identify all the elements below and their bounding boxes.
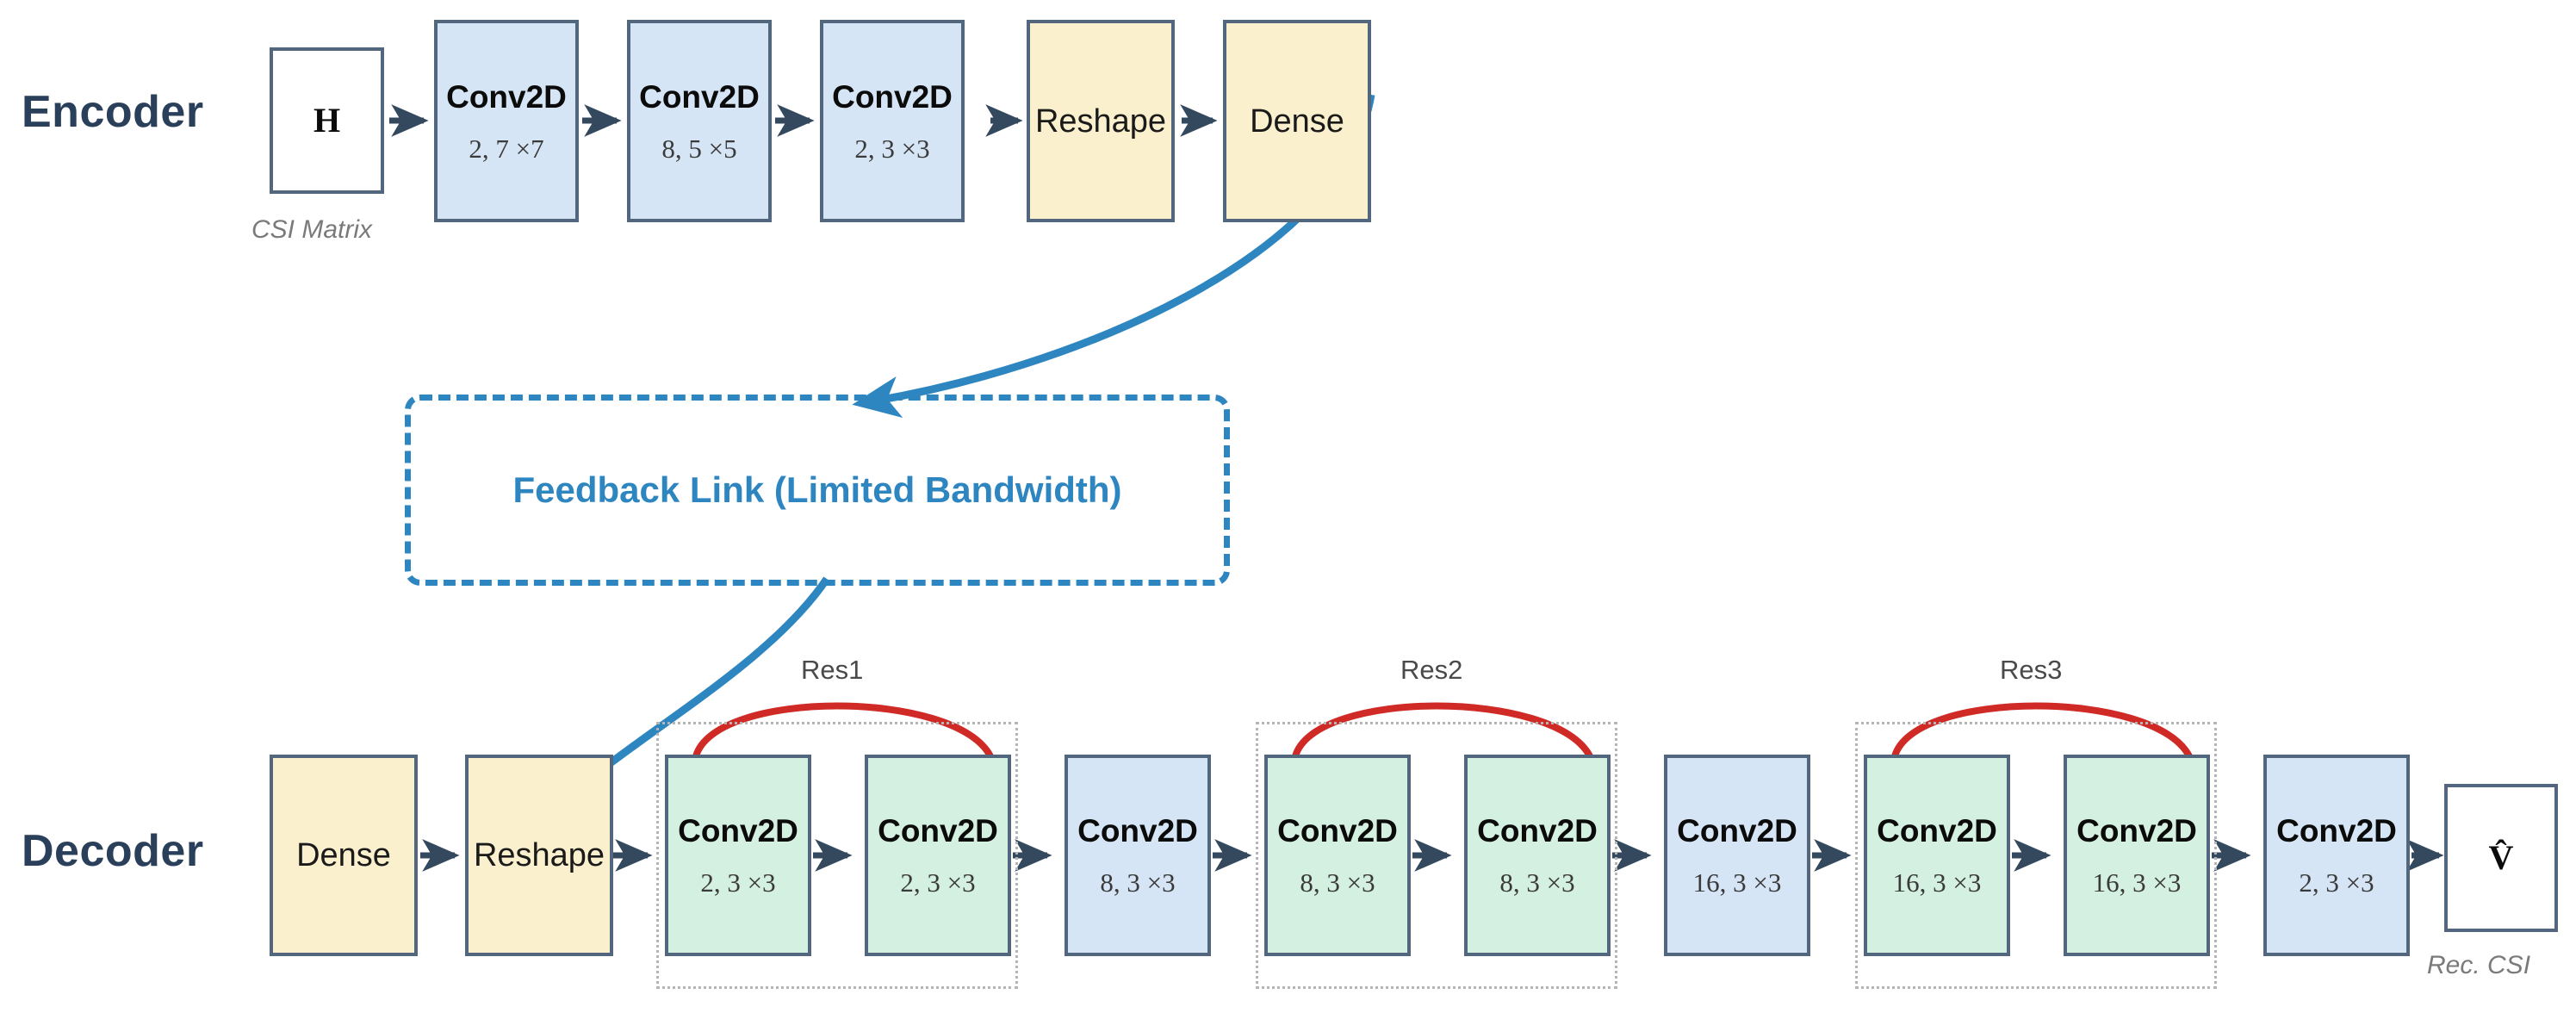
node-title: Conv2D xyxy=(2076,813,2197,848)
node-title: Reshape xyxy=(1034,103,1167,140)
decoder-node-dense[interactable]: Dense xyxy=(270,755,418,956)
decoder-node-conv2d-9[interactable]: Conv2D 2, 3 ×3 xyxy=(2263,755,2410,956)
node-subtitle: 2, 3 ×3 xyxy=(700,867,776,898)
node-subtitle: 8, 3 ×3 xyxy=(1300,867,1375,898)
residual-label-res1: Res1 xyxy=(801,655,864,685)
node-subtitle: 16, 3 ×3 xyxy=(1692,867,1782,898)
node-subtitle: 2, 3 ×3 xyxy=(2299,867,2374,898)
node-title: Conv2D xyxy=(832,78,953,115)
decoder-node-conv2d-2[interactable]: Conv2D 2, 3 ×3 xyxy=(865,755,1011,956)
decoder-node-conv2d-8[interactable]: Conv2D 16, 3 ×3 xyxy=(2064,755,2210,956)
residual-label-res3: Res3 xyxy=(2000,655,2063,685)
node-title: Conv2D xyxy=(446,78,567,115)
feedback-link-box[interactable]: Feedback Link (Limited Bandwidth) xyxy=(405,395,1230,586)
node-title: Conv2D xyxy=(678,813,798,848)
decoder-section-label: Decoder xyxy=(22,826,204,876)
csi-matrix-caption: CSI Matrix xyxy=(251,215,373,244)
node-title: Conv2D xyxy=(1277,813,1398,848)
node-title: Conv2D xyxy=(1677,813,1797,848)
decoder-node-reshape[interactable]: Reshape xyxy=(465,755,613,956)
encoder-node-reshape[interactable]: Reshape xyxy=(1027,20,1175,222)
decoder-node-conv2d-6[interactable]: Conv2D 16, 3 ×3 xyxy=(1664,755,1810,956)
node-title: Conv2D xyxy=(1077,813,1198,848)
decoder-node-conv2d-5[interactable]: Conv2D 8, 3 ×3 xyxy=(1464,755,1611,956)
encoder-input-symbol: H xyxy=(313,101,341,140)
node-subtitle: 16, 3 ×3 xyxy=(2092,867,2182,898)
residual-label-res2: Res2 xyxy=(1400,655,1463,685)
encoder-input-node[interactable]: H xyxy=(270,47,384,194)
node-subtitle: 2, 7 ×7 xyxy=(469,133,544,164)
encoder-node-dense[interactable]: Dense xyxy=(1223,20,1371,222)
node-title: Reshape xyxy=(473,837,605,873)
residual-group-res3 xyxy=(1855,722,2217,989)
node-title: Dense xyxy=(1250,103,1344,140)
node-subtitle: 8, 3 ×3 xyxy=(1100,867,1176,898)
residual-group-res2 xyxy=(1256,722,1617,989)
node-title: Conv2D xyxy=(639,78,760,115)
encoder-node-conv2d-2[interactable]: Conv2D 8, 5 ×5 xyxy=(627,20,772,222)
node-subtitle: 8, 5 ×5 xyxy=(661,133,737,164)
encoder-node-conv2d-3[interactable]: Conv2D 2, 3 ×3 xyxy=(820,20,965,222)
node-subtitle: 8, 3 ×3 xyxy=(1499,867,1575,898)
feedback-link-label: Feedback Link (Limited Bandwidth) xyxy=(512,469,1122,510)
node-subtitle: 16, 3 ×3 xyxy=(1892,867,1982,898)
node-title: Conv2D xyxy=(2276,813,2397,848)
decoder-node-conv2d-7[interactable]: Conv2D 16, 3 ×3 xyxy=(1864,755,2010,956)
encoder-node-conv2d-1[interactable]: Conv2D 2, 7 ×7 xyxy=(434,20,579,222)
residual-group-res1 xyxy=(656,722,1018,989)
node-title: Conv2D xyxy=(1877,813,1997,848)
node-title: Dense xyxy=(296,837,391,873)
rec-csi-caption: Rec. CSI xyxy=(2427,951,2531,979)
encoder-section-label: Encoder xyxy=(22,87,204,137)
node-title: Conv2D xyxy=(1477,813,1598,848)
node-title: Conv2D xyxy=(878,813,998,848)
node-subtitle: 2, 3 ×3 xyxy=(854,133,930,164)
decoder-node-conv2d-3[interactable]: Conv2D 8, 3 ×3 xyxy=(1065,755,1211,956)
decoder-node-conv2d-1[interactable]: Conv2D 2, 3 ×3 xyxy=(665,755,811,956)
decoder-output-symbol: V̂ xyxy=(2488,838,2514,877)
node-subtitle: 2, 3 ×3 xyxy=(900,867,976,898)
decoder-node-conv2d-4[interactable]: Conv2D 8, 3 ×3 xyxy=(1264,755,1411,956)
decoder-output-node[interactable]: V̂ xyxy=(2444,784,2558,932)
